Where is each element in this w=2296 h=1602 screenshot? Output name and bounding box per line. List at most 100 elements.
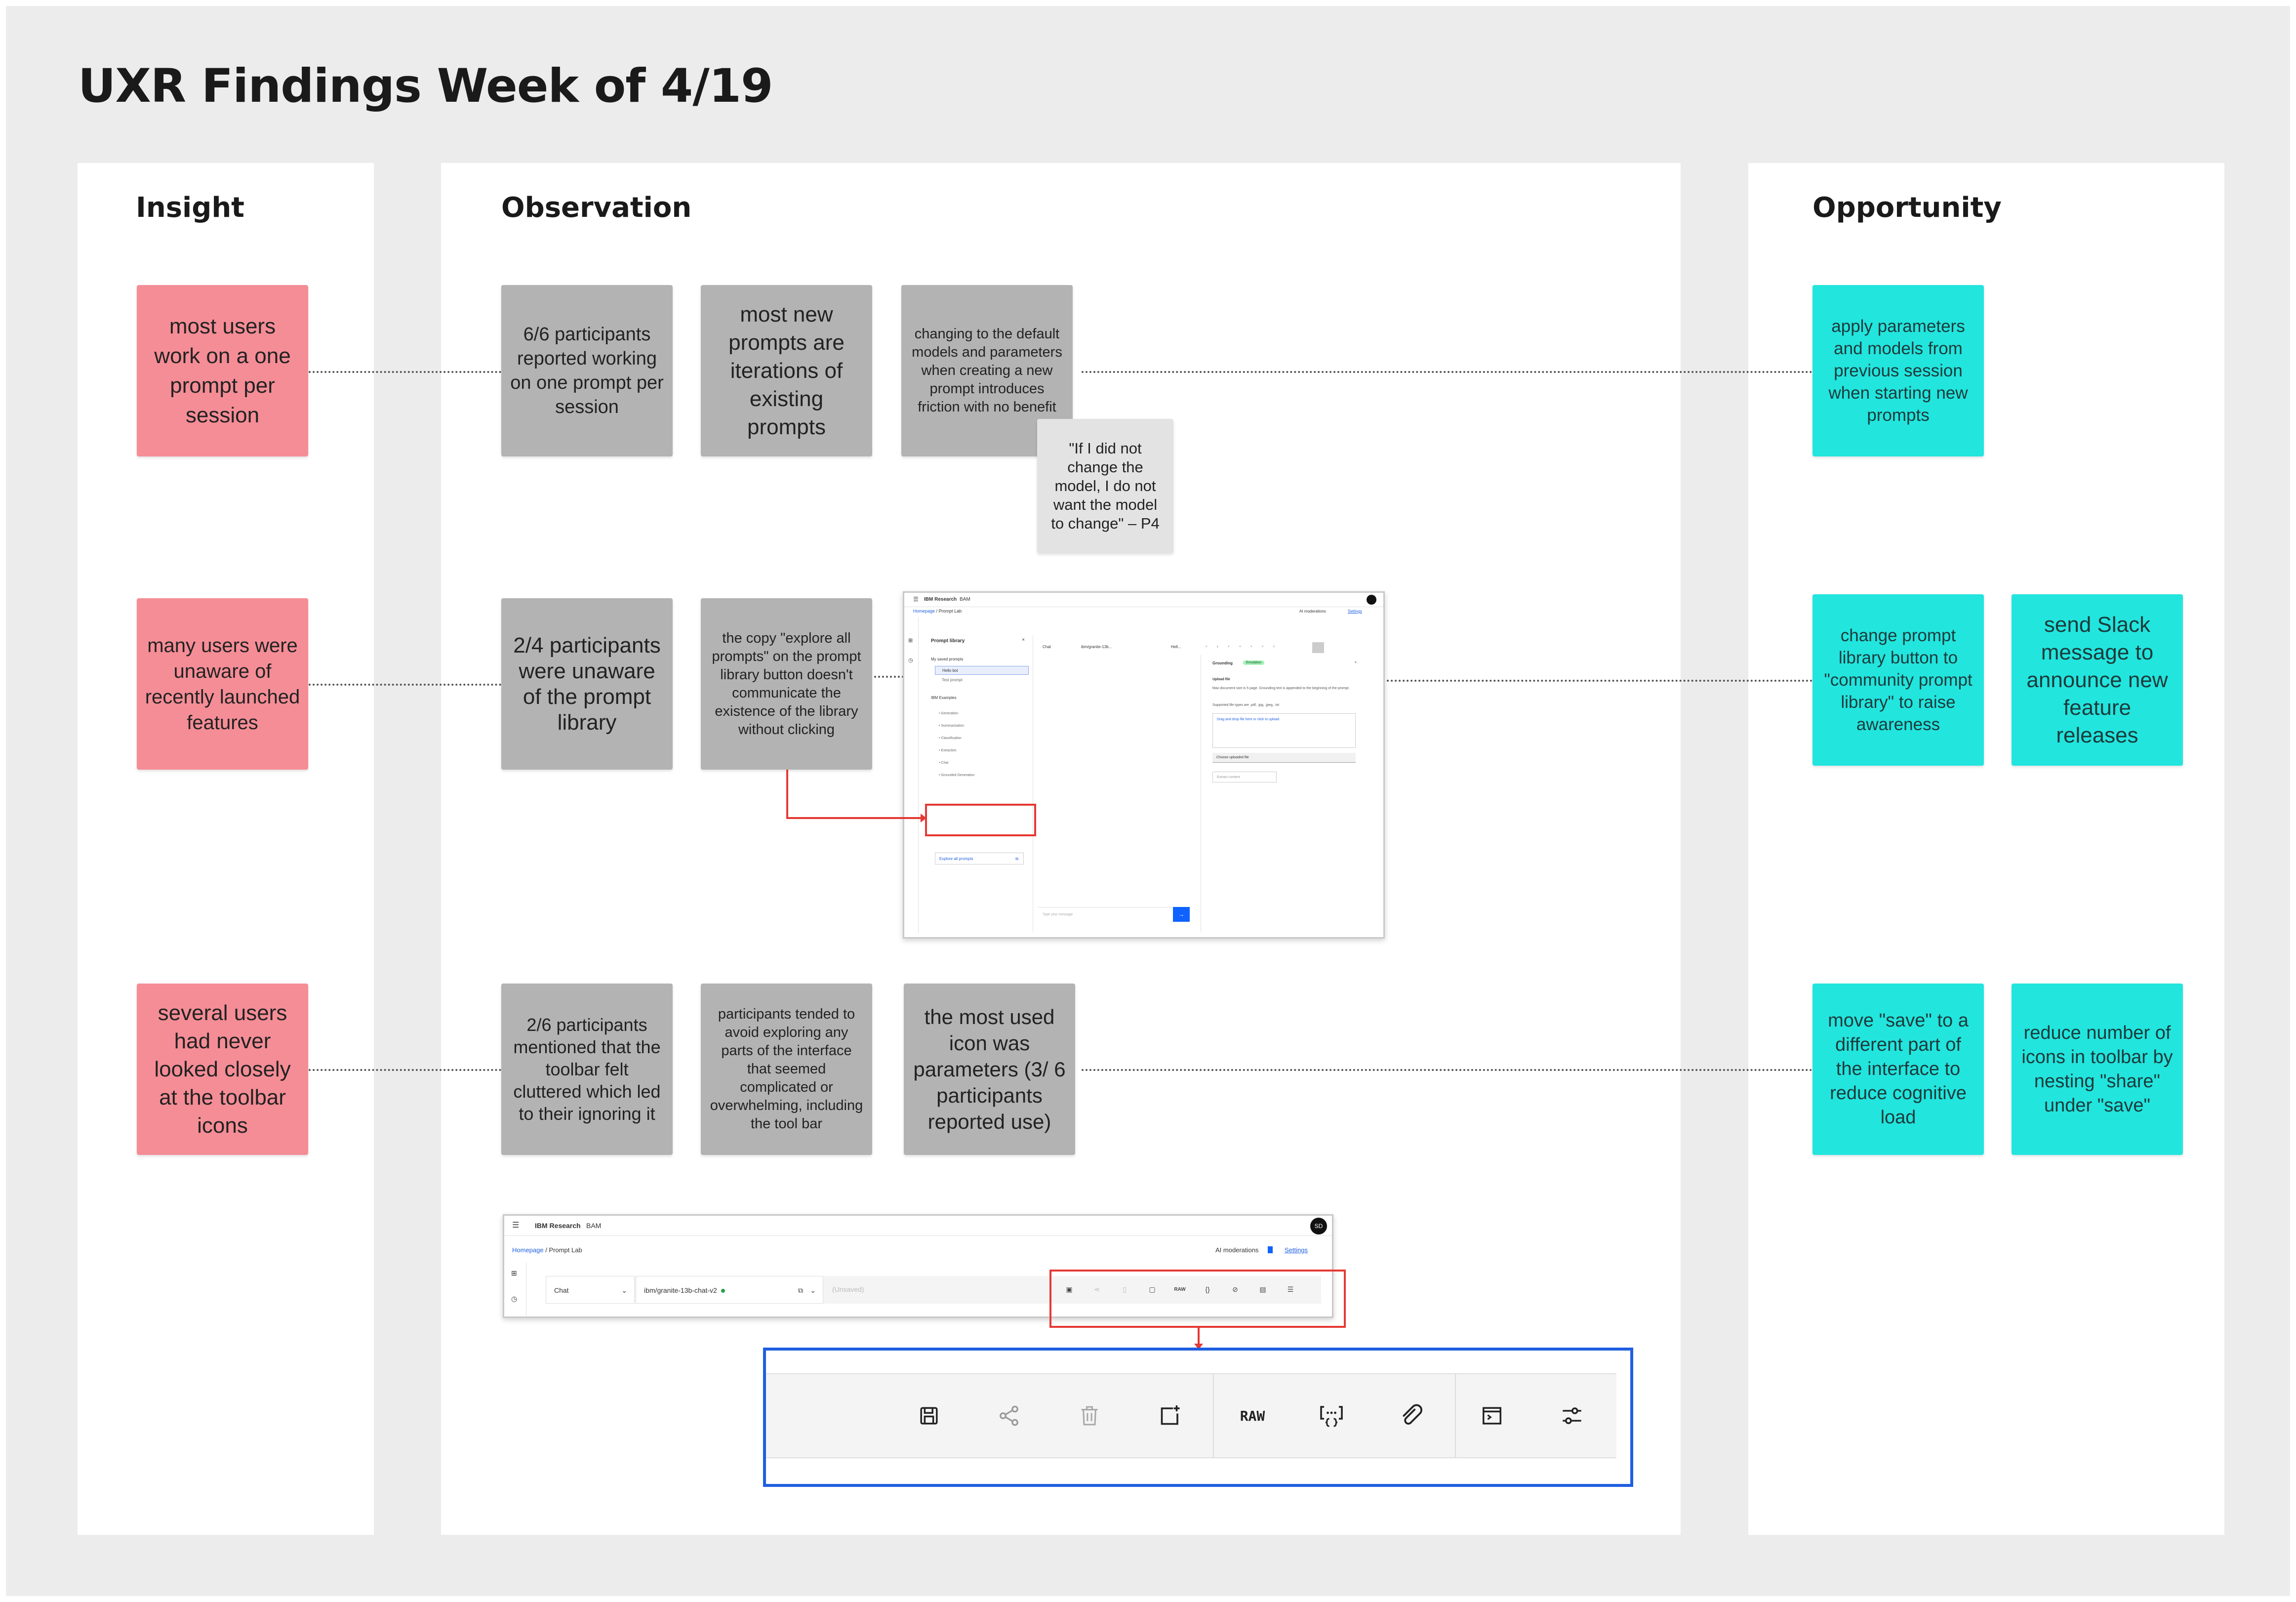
example-item[interactable]: • Extraction — [939, 749, 957, 752]
mode-select[interactable]: Chat — [1043, 645, 1051, 649]
saved-item-hello-bot[interactable]: Hello bot — [935, 666, 1029, 675]
launch-icon: ⧉ — [1015, 857, 1018, 861]
close-icon[interactable]: × — [1354, 661, 1357, 664]
share-icon[interactable]: ⋖ — [1094, 1285, 1100, 1293]
opportunity-sticky[interactable]: move "save" to a different part of the i… — [1813, 984, 1984, 1155]
brand-name: IBM Research — [535, 1222, 581, 1230]
model-select[interactable]: ibm/granite-13b-chat-v2⧉⌄ — [636, 1276, 823, 1304]
parameters-icon[interactable]: ☰ — [1287, 1285, 1294, 1293]
insight-sticky[interactable]: several users had never looked closely a… — [137, 984, 308, 1155]
connector-row-2-left — [309, 684, 501, 686]
zoom-arrow-line — [1198, 1328, 1200, 1347]
send-button[interactable]: → — [1173, 907, 1190, 922]
quote-sticky[interactable]: "If I did not change the model, I do not… — [1037, 419, 1173, 553]
terminal-icon[interactable]: ▤ — [1259, 1285, 1266, 1293]
variables-icon[interactable]: {} — [1205, 1285, 1210, 1293]
zoomed-toolbar-frame: RAW — [763, 1348, 1633, 1487]
prompt-library-screenshot: ☰ IBM Research BAM Homepage / Prompt Lab… — [903, 591, 1385, 939]
observation-sticky[interactable]: 2/4 participants were unaware of the pro… — [501, 598, 673, 770]
observation-sticky[interactable]: the most used icon was parameters (3/ 6 … — [904, 984, 1075, 1155]
brand-suffix: BAM — [586, 1222, 602, 1230]
opportunity-sticky[interactable]: apply parameters and models from previou… — [1813, 285, 1984, 456]
extract-content-button[interactable]: Extract content — [1212, 772, 1277, 782]
breadcrumb-home[interactable]: Homepage — [913, 609, 935, 614]
raw-icon[interactable]: RAW — [1240, 1407, 1265, 1424]
observation-sticky[interactable]: 6/6 participants reported working on one… — [501, 285, 673, 456]
toolbar-screenshot: ☰ IBM Research BAM SD Homepage / Prompt … — [503, 1214, 1333, 1318]
tab-name[interactable]: Hell... — [1171, 645, 1181, 649]
observation-sticky[interactable]: 2/6 participants mentioned that the tool… — [501, 984, 673, 1155]
arrow-line-horizontal — [786, 817, 923, 819]
example-item[interactable]: • Grounded Generation — [939, 774, 975, 777]
code-preview-icon[interactable] — [1477, 1374, 1507, 1457]
toolbar-icons[interactable]: ▫‹▫▫▫▫▫ — [1206, 644, 1285, 649]
opportunity-sticky[interactable]: reduce number of icons in toolbar by nes… — [2012, 984, 2183, 1155]
grid-icon[interactable]: ⊞ — [908, 638, 913, 644]
ai-moderations-label[interactable]: AI moderations — [1215, 1246, 1259, 1254]
breadcrumb-separator: / — [936, 609, 938, 614]
toolbar-icons-small: ▣ ⋖ ▯ ▢ RAW {} ⊘ ▤ ☰ — [1057, 1279, 1338, 1299]
moderation-toggle[interactable] — [1268, 1246, 1273, 1253]
drop-zone[interactable]: Drag and drop file here or click to uplo… — [1212, 713, 1356, 748]
chevron-down-icon: ⌄ — [621, 1286, 627, 1294]
breadcrumb-home[interactable]: Homepage — [512, 1246, 544, 1254]
save-icon[interactable] — [914, 1374, 944, 1457]
grid-icon[interactable]: ⊞ — [511, 1269, 517, 1277]
connector-row-3-left — [309, 1069, 501, 1071]
close-icon[interactable]: × — [1022, 637, 1025, 643]
menu-icon[interactable]: ☰ — [512, 1221, 520, 1230]
connector-row-2-mid — [874, 676, 904, 678]
observation-sticky[interactable]: most new prompts are iterations of exist… — [701, 285, 872, 456]
menu-icon[interactable]: ☰ — [913, 596, 919, 603]
ai-moderations-label[interactable]: AI moderations — [1299, 609, 1326, 614]
prompt-name[interactable]: (Unsaved) — [832, 1285, 864, 1293]
connector-row-3-right — [1082, 1069, 1813, 1071]
example-item[interactable]: • Generation — [939, 712, 959, 715]
example-item[interactable]: • Classification — [939, 737, 962, 740]
arrow-head — [921, 814, 926, 822]
message-input[interactable]: Type your message — [1038, 907, 1181, 922]
library-title: Prompt library — [931, 638, 965, 644]
active-tool[interactable] — [1312, 642, 1324, 653]
share-icon[interactable] — [994, 1374, 1024, 1457]
example-item[interactable]: • Summarization — [939, 724, 965, 728]
observation-sticky[interactable]: the copy "explore all prompts" on the pr… — [701, 598, 872, 770]
insight-sticky[interactable]: most users work on a one prompt per sess… — [137, 285, 308, 456]
saved-item-test-prompt[interactable]: Test prompt — [942, 678, 963, 682]
example-item[interactable]: • Chat — [939, 761, 949, 765]
insight-sticky[interactable]: many users were unaware of recently laun… — [137, 598, 308, 770]
supported-types: Supported file types are .pdf, .jpg, .jp… — [1212, 703, 1280, 707]
new-prompt-icon[interactable]: ▢ — [1149, 1285, 1156, 1293]
settings-link[interactable]: Settings — [1348, 609, 1362, 614]
avatar[interactable] — [1367, 595, 1376, 605]
new-prompt-icon[interactable] — [1155, 1374, 1185, 1457]
raw-icon[interactable]: RAW — [1174, 1286, 1186, 1292]
opportunity-sticky[interactable]: send Slack message to announce new featu… — [2012, 594, 2183, 766]
breadcrumb: Homepage / Prompt Lab — [512, 1246, 582, 1254]
save-icon[interactable]: ▣ — [1066, 1285, 1073, 1293]
upload-description: Max document size is 5 page. Grounding t… — [1212, 687, 1350, 690]
parameters-icon[interactable] — [1557, 1374, 1587, 1457]
status-dot — [721, 1289, 725, 1293]
opportunity-sticky[interactable]: change prompt library button to "communi… — [1813, 594, 1984, 766]
choose-file-dropdown[interactable]: Choose uploaded file — [1212, 753, 1356, 763]
delete-icon[interactable] — [1075, 1374, 1104, 1457]
opportunity-heading: Opportunity — [1813, 192, 2002, 224]
avatar[interactable]: SD — [1310, 1218, 1327, 1234]
brand-name: IBM Research — [924, 597, 957, 602]
attachment-icon[interactable] — [1397, 1374, 1426, 1457]
breadcrumb-page: Prompt Lab — [549, 1246, 582, 1254]
explore-all-prompts-button[interactable]: Explore all prompts⧉ — [935, 853, 1024, 864]
attachment-icon[interactable]: ⊘ — [1232, 1285, 1238, 1293]
variables-icon[interactable] — [1317, 1374, 1346, 1457]
examples-list: • Generation • Summarization • Classific… — [939, 707, 974, 781]
mode-select[interactable]: Chat⌄ — [546, 1276, 635, 1304]
chevron-down-icon: ⌄ — [810, 1286, 816, 1294]
delete-icon[interactable]: ▯ — [1123, 1285, 1127, 1293]
observation-sticky[interactable]: participants tended to avoid exploring a… — [701, 984, 872, 1155]
history-icon[interactable]: ◷ — [511, 1295, 518, 1303]
history-icon[interactable]: ◷ — [908, 657, 913, 663]
settings-link[interactable]: Settings — [1285, 1246, 1308, 1254]
model-select[interactable]: ibm/granite-13b... — [1081, 645, 1112, 649]
grounding-title: Grounding — [1212, 661, 1233, 665]
